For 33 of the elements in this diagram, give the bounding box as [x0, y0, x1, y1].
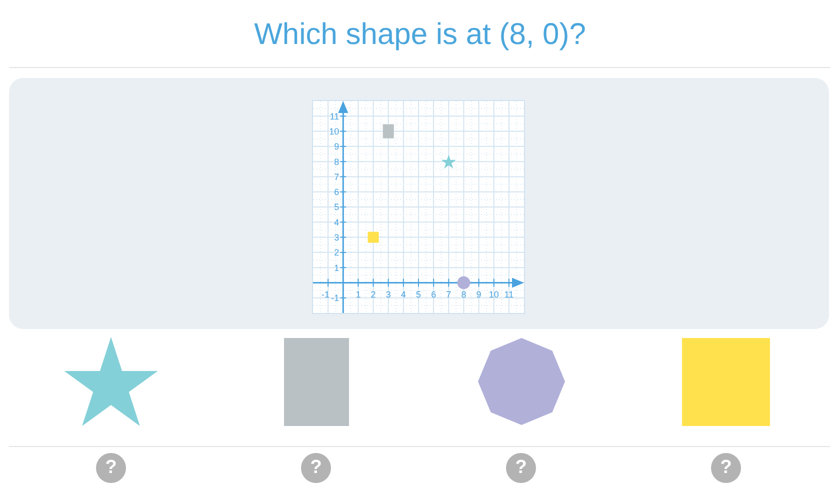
question-title: Which shape is at (8, 0)? — [254, 17, 586, 53]
x-tick-label: -1 — [322, 290, 330, 300]
y-tick-label: 10 — [329, 126, 340, 136]
y-tick-label: 2 — [334, 248, 340, 258]
x-tick-label: 9 — [476, 290, 482, 300]
question-button: ? — [711, 453, 741, 483]
y-tick-label: 8 — [334, 156, 340, 167]
y-tick-label: -1 — [331, 293, 340, 304]
x-tick-label: 10 — [488, 290, 499, 300]
question-button: ? — [96, 453, 126, 483]
x-tick-label: 2 — [370, 290, 376, 300]
y-tick-label: 5 — [334, 202, 340, 212]
y-tick-label: 11 — [330, 111, 340, 122]
x-tick-label: 3 — [386, 290, 391, 300]
rectangle-shape — [284, 338, 349, 426]
x-tick-label: 7 — [446, 290, 452, 300]
y-tick-label: 1 — [334, 262, 340, 273]
question-button: ? — [301, 453, 331, 483]
octagon-shape — [478, 338, 565, 425]
star-shape — [65, 337, 157, 426]
question-button: ? — [506, 453, 536, 483]
y-tick-label: 7 — [334, 172, 340, 182]
x-tick-label: 11 — [504, 290, 514, 300]
square-shape — [682, 338, 770, 426]
y-tick-label: 4 — [334, 217, 340, 228]
x-tick-label: 5 — [416, 290, 421, 300]
x-tick-label: 4 — [400, 290, 406, 300]
x-tick-label: 6 — [431, 290, 436, 300]
y-tick-label: 9 — [334, 142, 340, 152]
y-tick-label: 6 — [334, 187, 340, 198]
y-tick-label: 3 — [334, 232, 340, 242]
x-tick-label: 8 — [461, 290, 466, 300]
x-tick-label: 1 — [356, 290, 361, 300]
